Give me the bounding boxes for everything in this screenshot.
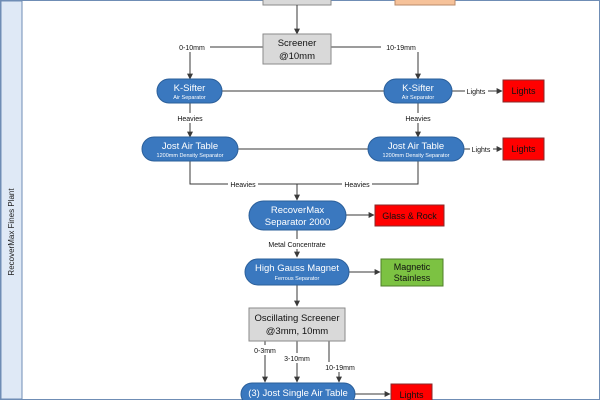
jost-right-node: Jost Air Table 1200mm Density Separator — [367, 136, 465, 162]
edge-label-lights-jost: Lights — [472, 147, 491, 154]
ksifter-left-subtitle: Air Separator — [173, 95, 206, 101]
output-lights-3: Lights — [390, 383, 433, 400]
screener-10-subtitle: @10mm — [279, 51, 315, 62]
jost-right-title: Jost Air Table — [388, 141, 444, 152]
osc-screener-node: Oscillating Screener @3mm, 10mm — [248, 307, 346, 342]
output-glass-rock-label: Glass & Rock — [382, 211, 437, 221]
edge-label-osc-3-10: 3-10mm — [284, 356, 310, 363]
output-lights-1: Lights — [502, 79, 545, 103]
output-lights-2-label: Lights — [511, 144, 536, 154]
osc-screener-title-line2: @3mm, 10mm — [266, 326, 329, 337]
swimlane-label: RecoverMax Fines Plant — [7, 188, 16, 276]
output-magnetic-stainless: Magnetic Stainless — [380, 258, 444, 287]
output-lights-2: Lights — [502, 137, 545, 161]
jost-right-subtitle: 1200mm Density Separator — [383, 153, 450, 159]
edge-label-metal-concentrate: Metal Concentrate — [268, 242, 325, 249]
edge-label-0-10: 0-10mm — [179, 45, 205, 52]
edge-label-heavies-right: Heavies — [405, 116, 431, 123]
screener-10-title: Screener — [278, 38, 317, 49]
edge-label-osc-0-3: 0-3mm — [254, 348, 276, 355]
output-stainless-label: Stainless — [394, 273, 431, 283]
upstream-process-box — [262, 0, 332, 6]
edge-label-heavies-jost-left: Heavies — [230, 182, 256, 189]
output-magnetic-label: Magnetic — [394, 262, 431, 272]
gauss-magnet-title: High Gauss Magnet — [255, 263, 339, 274]
edge-label-osc-10-19: 10-19mm — [325, 365, 355, 372]
upstream-output-box — [394, 0, 456, 6]
ksifter-right-title: K-Sifter — [402, 83, 434, 94]
jost-left-subtitle: 1200mm Density Separator — [157, 153, 224, 159]
osc-screener-title-line1: Oscillating Screener — [254, 313, 339, 324]
recovermax-title-line1: RecoverMax — [271, 205, 325, 216]
ksifter-right-subtitle: Air Separator — [402, 95, 435, 101]
edge-label-10-19: 10-19mm — [386, 45, 416, 52]
edge-label-heavies-jost-right: Heavies — [344, 182, 370, 189]
jost-single-title: (3) Jost Single Air Table — [248, 388, 348, 399]
recovermax-title-line2: Separator 2000 — [265, 217, 331, 228]
edge-jost-right-to-recovermax — [297, 161, 419, 185]
output-lights-1-label: Lights — [511, 86, 536, 96]
ksifter-right-node: K-Sifter Air Separator — [383, 78, 453, 104]
recovermax-node: RecoverMax Separator 2000 — [248, 200, 347, 231]
ksifter-left-node: K-Sifter Air Separator — [156, 78, 223, 104]
edge-labels: 0-10mm 10-19mm Heavies Heavies Lights Li… — [174, 42, 493, 372]
jost-single-node: (3) Jost Single Air Table — [240, 382, 356, 400]
output-glass-rock: Glass & Rock — [374, 204, 445, 227]
edge-label-lights-k: Lights — [467, 89, 486, 96]
ksifter-left-title: K-Sifter — [174, 83, 206, 94]
jost-left-title: Jost Air Table — [162, 141, 218, 152]
gauss-magnet-subtitle: Ferrous Separator — [275, 276, 320, 282]
edge-label-heavies-left: Heavies — [177, 116, 203, 123]
screener-10-node: Screener @10mm — [262, 33, 332, 65]
output-lights-3-label: Lights — [399, 390, 424, 400]
swimlane-header — [0, 0, 23, 400]
jost-left-node: Jost Air Table 1200mm Density Separator — [141, 136, 239, 162]
gauss-magnet-node: High Gauss Magnet Ferrous Separator — [244, 258, 350, 286]
